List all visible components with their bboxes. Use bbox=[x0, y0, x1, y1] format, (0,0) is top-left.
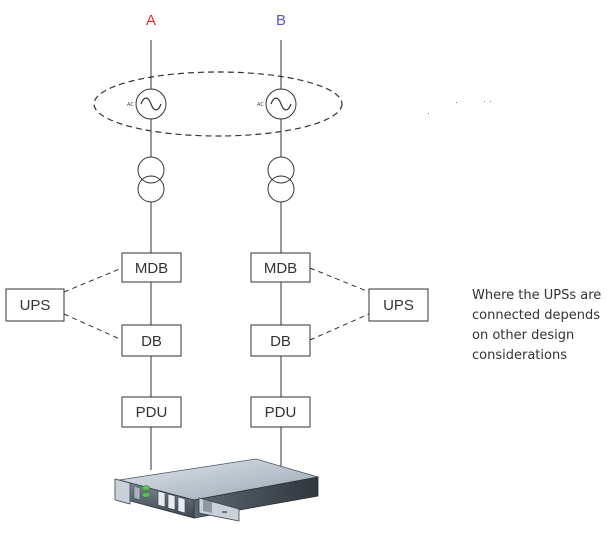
ups-left-label: UPS bbox=[20, 297, 51, 314]
note-line: on other design bbox=[472, 328, 575, 343]
ups-right-label: UPS bbox=[383, 297, 414, 314]
db-b-label: DB bbox=[270, 333, 291, 350]
note-line: Where the UPSs are bbox=[472, 288, 602, 303]
stray-marks bbox=[428, 101, 491, 114]
ups-right-to-db bbox=[309, 313, 370, 341]
mdb-b-box bbox=[250, 252, 311, 283]
ups-right-box bbox=[368, 288, 429, 322]
generator-icon bbox=[265, 88, 297, 120]
generator-icon bbox=[135, 88, 167, 120]
ups-left-to-db bbox=[63, 313, 123, 341]
ups-right-to-mdb bbox=[309, 267, 370, 293]
pdu-b-label: PDU bbox=[265, 404, 297, 421]
pdu-a-label: PDU bbox=[136, 404, 168, 421]
note-line: considerations bbox=[472, 348, 567, 363]
transformer-icon bbox=[137, 156, 165, 203]
generator-b-ac-label: AC bbox=[257, 102, 264, 108]
ups-connections bbox=[63, 267, 370, 341]
generator-group-ellipse bbox=[93, 71, 343, 137]
feed-a-label: A bbox=[146, 12, 156, 29]
ups-left-to-mdb bbox=[63, 267, 123, 293]
pdu-b-box bbox=[250, 396, 311, 428]
db-a-box bbox=[121, 324, 182, 357]
mdb-a-label: MDB bbox=[135, 260, 168, 277]
generator-a-ac-label: AC bbox=[127, 102, 134, 108]
note-line: connected depends bbox=[472, 308, 600, 323]
transformer-icon bbox=[267, 156, 295, 203]
feed-b-label: B bbox=[276, 12, 286, 29]
feed-lines bbox=[150, 40, 282, 470]
ups-left-box bbox=[5, 288, 65, 322]
db-b-box bbox=[250, 324, 311, 357]
mdb-b-label: MDB bbox=[264, 260, 297, 277]
ups-placement-note: Where the UPSs are connected depends on … bbox=[472, 286, 612, 366]
pdu-a-box bbox=[121, 396, 182, 428]
db-a-label: DB bbox=[141, 333, 162, 350]
rack-server-icon bbox=[114, 458, 319, 522]
mdb-a-box bbox=[121, 252, 182, 283]
